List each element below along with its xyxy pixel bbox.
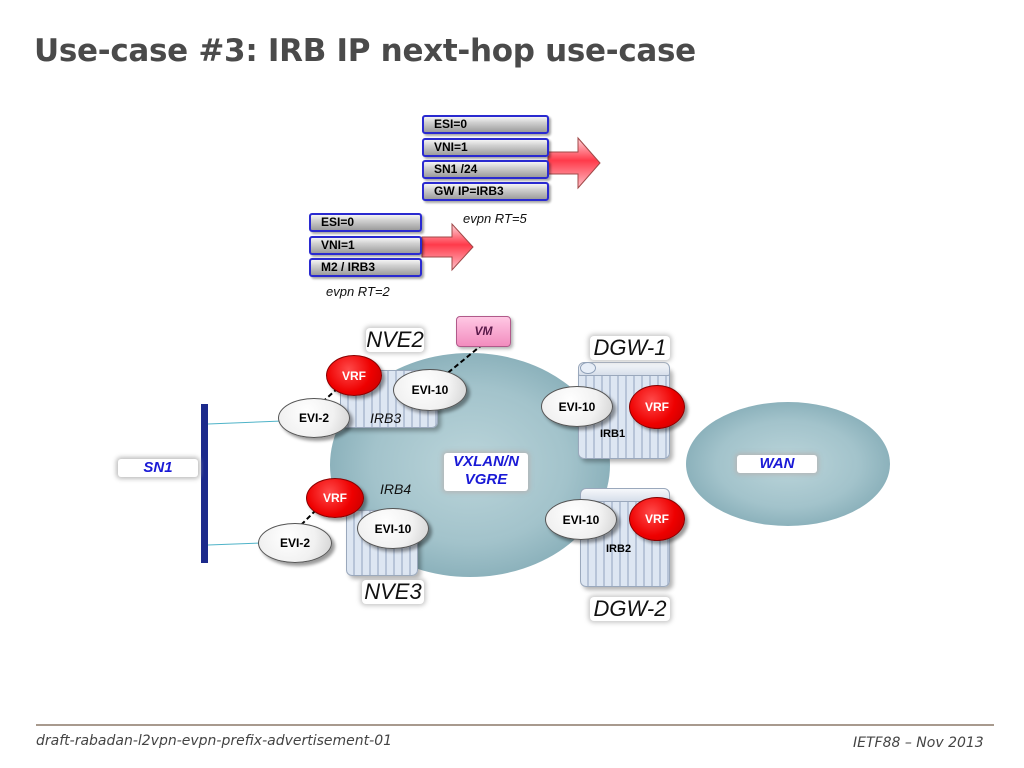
nve3-evi-10: EVI-10 [357, 508, 429, 549]
sn1-label: SN1 [118, 459, 198, 477]
footer-divider [36, 724, 994, 726]
footer-event: IETF88 – Nov 2013 [853, 735, 984, 751]
link-sn1-nve3 [207, 542, 263, 546]
dgw2-vrf: VRF [629, 497, 685, 541]
dgw1-vrf: VRF [629, 385, 685, 429]
nve3-vrf: VRF [306, 478, 364, 518]
nve2-vrf: VRF [326, 355, 382, 396]
rt5-field-gw-ip: GW IP=IRB3 [422, 182, 549, 201]
dgw1-evi-10: EVI-10 [541, 386, 613, 427]
rt5-field-vni: VNI=1 [422, 138, 549, 157]
nve2-evi-10: EVI-10 [393, 369, 467, 411]
link-sn1-nve2 [207, 420, 283, 425]
dgw2-label: DGW-2 [590, 597, 670, 621]
dgw1-device-cap [578, 362, 670, 376]
dgw2-evi-10: EVI-10 [545, 499, 617, 540]
nve2-irb-label: IRB3 [370, 410, 402, 426]
rt2-field-esi: ESI=0 [309, 213, 422, 232]
vm-box: VM [456, 316, 511, 347]
dgw1-irb-label: IRB1 [600, 428, 626, 440]
nve2-evi-2: EVI-2 [278, 398, 350, 438]
dgw2-irb-label: IRB2 [606, 543, 632, 555]
arrow-rt5 [547, 136, 601, 190]
overlay-label: VXLAN/N VGRE [444, 453, 528, 491]
arrow-rt2 [421, 222, 474, 272]
link-nve2-vrf-evi2 [317, 387, 339, 407]
nve2-label: NVE2 [366, 327, 424, 352]
rt2-field-mac-ip: M2 / IRB3 [309, 258, 422, 277]
subnet-bus [201, 404, 208, 563]
wan-label: WAN [737, 455, 817, 473]
dgw1-indicator [580, 362, 596, 374]
nve3-label: NVE3 [362, 580, 424, 604]
link-vm-nve2 [443, 343, 484, 377]
rt2-field-vni: VNI=1 [309, 236, 422, 255]
page-title: Use-case #3: IRB IP next-hop use-case [34, 33, 696, 69]
rt5-field-esi: ESI=0 [422, 115, 549, 134]
dgw1-label: DGW-1 [590, 336, 670, 360]
nve3-irb-label: IRB4 [380, 481, 412, 497]
footer-draft-name: draft-rabadan-l2vpn-evpn-prefix-advertis… [36, 733, 393, 749]
rt5-field-subnet: SN1 /24 [422, 160, 549, 179]
rt5-caption: evpn RT=5 [463, 211, 527, 226]
nve3-evi-2: EVI-2 [258, 523, 332, 563]
rt2-caption: evpn RT=2 [326, 284, 390, 299]
